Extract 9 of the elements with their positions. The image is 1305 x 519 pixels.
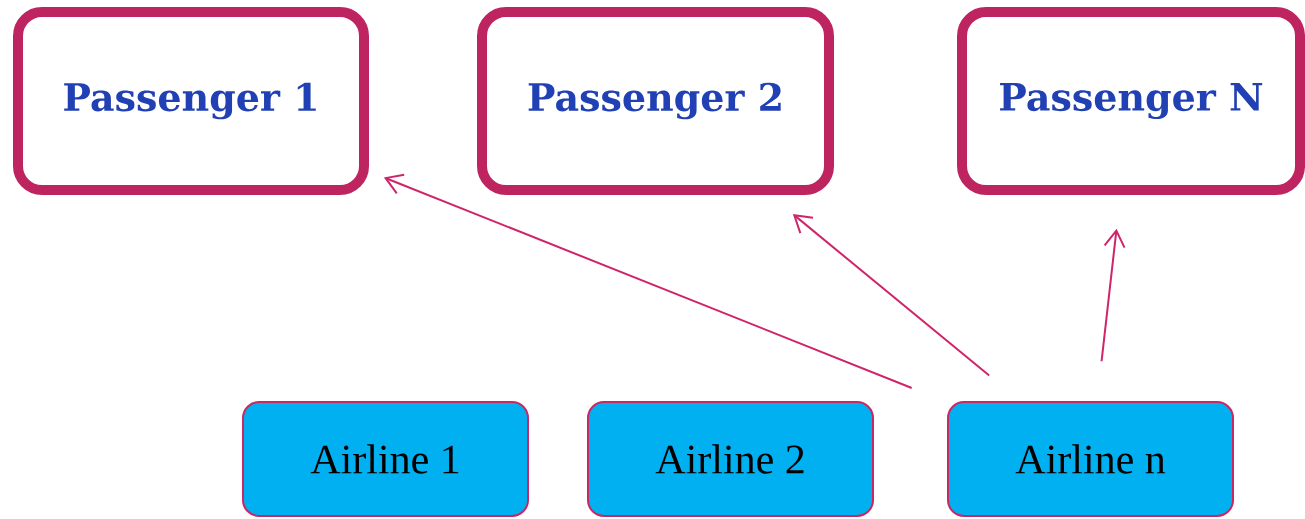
passenger-box: Passenger N — [957, 7, 1305, 195]
arrow — [792, 214, 991, 377]
arrow — [383, 173, 913, 389]
airline-box: Airline n — [947, 401, 1234, 517]
airline-box: Airline 2 — [587, 401, 874, 517]
passenger-box: Passenger 1 — [13, 7, 369, 195]
airline-box: Airline 1 — [242, 401, 529, 517]
passenger-box: Passenger 2 — [477, 7, 834, 195]
arrow — [1100, 228, 1126, 363]
